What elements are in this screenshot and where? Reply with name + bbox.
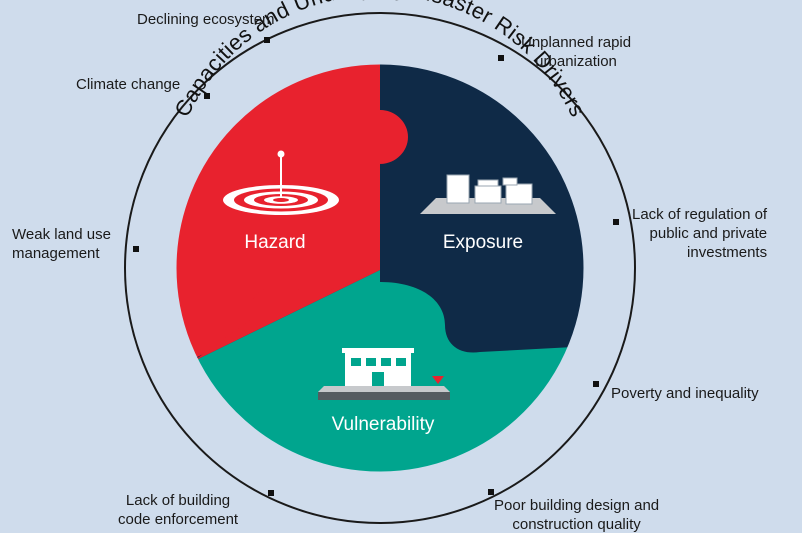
- driver-label-line: urbanization: [535, 53, 617, 70]
- tick-poor-building: [488, 489, 494, 495]
- vulnerability-label: Vulnerability: [332, 414, 435, 435]
- driver-label-line: public and private: [649, 225, 768, 242]
- driver-label: Poverty and inequality: [611, 385, 759, 402]
- driver-unplanned-urbanization: Unplanned rapid urbanization: [521, 33, 631, 71]
- exposure-label: Exposure: [443, 232, 523, 253]
- driver-lack-building-code: Lack of building code enforcement: [118, 491, 238, 529]
- driver-lack-regulation: Lack of regulation of public and private…: [632, 205, 767, 262]
- driver-label-line: investments: [687, 244, 768, 261]
- inner-circle-border: [173, 61, 587, 475]
- tick-weak-land-use: [133, 246, 139, 252]
- driver-poverty: Poverty and inequality: [611, 384, 759, 403]
- driver-label-line: Weak land use: [12, 226, 111, 243]
- driver-label-line: Lack of regulation of: [632, 206, 768, 223]
- outer-ring: [124, 12, 636, 524]
- driver-label-line: Lack of building: [125, 492, 231, 509]
- tick-unplanned: [498, 55, 504, 61]
- driver-label-line: code enforcement: [118, 511, 239, 528]
- target-icon: [223, 150, 339, 215]
- driver-declining-ecosystem: Declining ecosystem: [137, 10, 275, 29]
- tick-declining-ecosystem: [264, 37, 270, 43]
- tick-lack-building-code: [268, 490, 274, 496]
- driver-label-line: construction quality: [512, 516, 641, 533]
- driver-label-line: Unplanned rapid: [521, 34, 632, 51]
- hazard-puzzle-tab: [192, 270, 380, 362]
- driver-label: Declining ecosystem: [137, 11, 275, 28]
- driver-weak-land-use: Weak land use management: [12, 225, 111, 263]
- house-icon: [318, 348, 450, 400]
- hazard-label: Hazard: [244, 232, 305, 253]
- tick-lack-regulation: [613, 219, 619, 225]
- ring-ticks: [133, 37, 619, 496]
- driver-label: Climate change: [76, 76, 181, 93]
- driver-label-line: Poor building design and: [494, 497, 660, 514]
- driver-label-line: management: [12, 245, 100, 262]
- buildings-icon: [420, 174, 556, 214]
- tick-climate-change: [204, 93, 210, 99]
- driver-climate-change: Climate change: [76, 75, 180, 94]
- tick-poverty: [593, 381, 599, 387]
- driver-poor-building-design: Poor building design and construction qu…: [494, 496, 659, 533]
